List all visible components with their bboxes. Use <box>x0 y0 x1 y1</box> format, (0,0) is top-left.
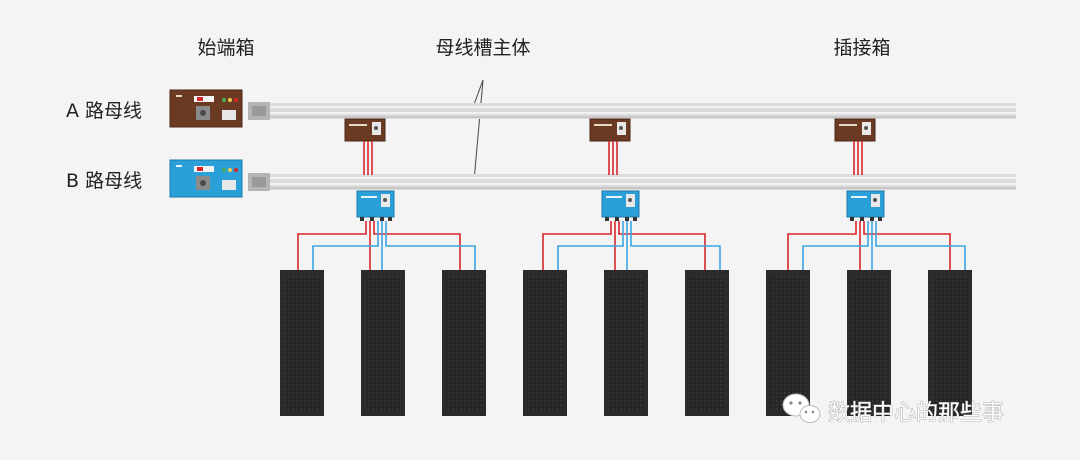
busway-b <box>248 173 1016 191</box>
server-rack-4 <box>523 270 567 416</box>
label-bus-a: A 路母线 <box>66 100 142 122</box>
start-box-b <box>169 159 243 198</box>
busway-a <box>248 102 1016 120</box>
plugin-box-a <box>589 118 631 142</box>
plugin-box-b <box>846 190 885 221</box>
server-rack-9 <box>928 270 972 416</box>
label-bus-b: B 路母线 <box>66 170 142 192</box>
plugin-group-3 <box>787 118 966 272</box>
busway-pointer-lines <box>471 79 484 182</box>
start-box-a <box>169 89 243 128</box>
plugin-group-1 <box>297 118 476 272</box>
label-plugin-box: 插接箱 <box>833 37 890 59</box>
plugin-box-b <box>356 190 395 221</box>
server-rack-1 <box>280 270 324 416</box>
wechat-icon <box>782 393 821 423</box>
plugin-box-a <box>344 118 386 142</box>
watermark-text: 数据中心的那些事 <box>828 401 1004 426</box>
server-rack-6 <box>685 270 729 416</box>
server-rack-3 <box>442 270 486 416</box>
label-busway-body: 母线槽主体 <box>435 37 530 59</box>
label-start-box: 始端箱 <box>197 37 254 59</box>
plugin-box-a <box>834 118 876 142</box>
server-rack-2 <box>361 270 405 416</box>
watermark: 数据中心的那些事 <box>782 393 1004 426</box>
server-racks <box>280 270 972 416</box>
plugin-box-b <box>601 190 640 221</box>
server-rack-7 <box>766 270 810 416</box>
server-rack-8 <box>847 270 891 416</box>
server-rack-5 <box>604 270 648 416</box>
plugin-group-2 <box>542 118 721 272</box>
